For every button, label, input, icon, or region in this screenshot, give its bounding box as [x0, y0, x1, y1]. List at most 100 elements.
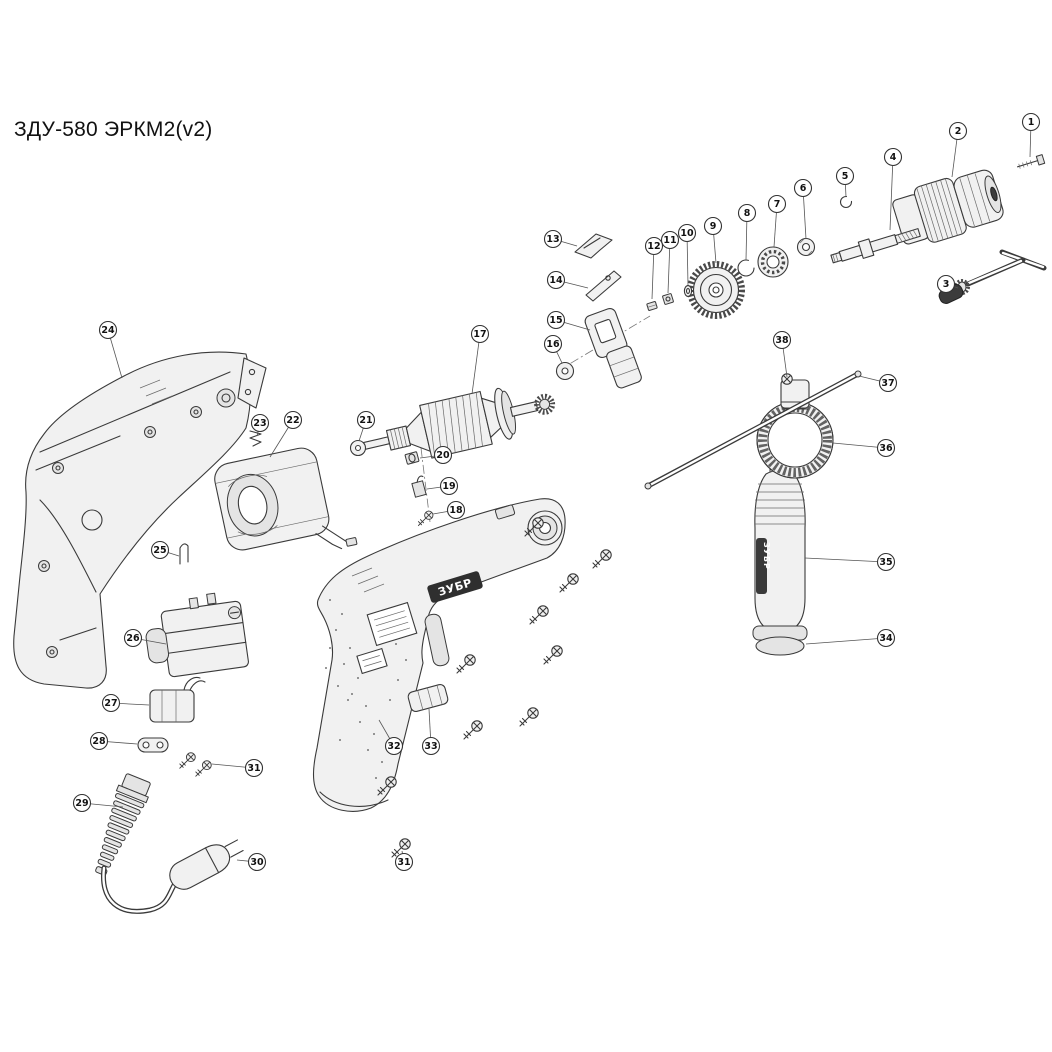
- diagram-title: ЗДУ-580 ЭРКМ2(v2): [14, 118, 213, 141]
- main-housing: ЗУБР: [312, 498, 566, 812]
- callout-20: 20: [419, 445, 453, 465]
- callout-17: 17: [470, 324, 490, 395]
- brush-axis-line: [420, 447, 431, 523]
- svg-text:23: 23: [253, 418, 266, 429]
- callout-32: 32: [378, 719, 404, 756]
- callout-14: 14: [546, 270, 589, 290]
- svg-text:28: 28: [92, 736, 106, 747]
- callout-2: 2: [948, 121, 968, 178]
- svg-text:22: 22: [286, 415, 299, 426]
- callout-1: 1: [1021, 112, 1041, 158]
- svg-text:20: 20: [436, 450, 450, 461]
- side-handle-grip: ЗУБР: [752, 465, 808, 656]
- clamp-screw-31: [195, 760, 212, 777]
- depth-gauge-rod: [644, 370, 862, 490]
- callout-10: 10: [677, 223, 697, 286]
- housing-screw: [456, 654, 476, 674]
- callout-25: 25: [150, 540, 180, 560]
- housing-screw: [559, 573, 579, 593]
- callout-3: 3: [936, 274, 959, 294]
- callout-7: 7: [767, 194, 787, 248]
- svg-text:26: 26: [126, 633, 140, 644]
- callout-15: 15: [546, 310, 591, 331]
- cord-guard: [95, 773, 151, 876]
- callout-29: 29: [72, 793, 124, 813]
- callout-19: 19: [426, 476, 459, 496]
- svg-text:2: 2: [955, 126, 962, 137]
- crown-gear-9: [687, 261, 745, 319]
- housing-screw: [463, 720, 483, 740]
- svg-text:24: 24: [101, 325, 115, 336]
- svg-text:21: 21: [359, 415, 372, 426]
- svg-text:38: 38: [775, 335, 789, 346]
- callout-22: 22: [269, 410, 303, 458]
- callout-28: 28: [89, 731, 138, 751]
- callout-36: 36: [832, 438, 896, 458]
- svg-text:13: 13: [546, 234, 559, 245]
- housing-screw: [543, 645, 563, 665]
- retainer-clip-25: [179, 543, 189, 565]
- callout-31: 31: [211, 758, 264, 778]
- brush-holder-plate-15: [584, 307, 642, 389]
- washer-10: [683, 285, 693, 297]
- callout-9: 9: [703, 216, 723, 264]
- svg-text:31: 31: [247, 763, 260, 774]
- housing-screw: [592, 549, 612, 569]
- brush-screw-18: [417, 510, 434, 527]
- svg-text:8: 8: [744, 208, 751, 219]
- svg-text:9: 9: [710, 221, 717, 232]
- svg-text:18: 18: [449, 505, 463, 516]
- callout-26: 26: [123, 628, 167, 648]
- callout-38: 38: [772, 330, 792, 378]
- callout-23: 23: [250, 413, 270, 437]
- capacitor: [149, 676, 206, 723]
- svg-text:10: 10: [680, 228, 694, 239]
- svg-text:34: 34: [879, 633, 893, 644]
- svg-text:33: 33: [424, 741, 437, 752]
- callout-6: 6: [793, 178, 813, 240]
- chuck-screw: [1017, 154, 1046, 169]
- callout-21: 21: [356, 410, 376, 442]
- housing-screw: [529, 605, 549, 625]
- housing-screw: [519, 707, 539, 727]
- stator: [214, 447, 358, 551]
- callout-27: 27: [101, 693, 150, 713]
- svg-text:29: 29: [75, 798, 88, 809]
- nut-20: [404, 451, 420, 465]
- callout-8: 8: [737, 203, 757, 261]
- callout-11: 11: [660, 230, 680, 294]
- small-label: [356, 647, 388, 675]
- svg-text:35: 35: [879, 557, 892, 568]
- support-plate-14: [585, 270, 622, 302]
- housing-bracket: [237, 357, 267, 409]
- callout-4: 4: [883, 147, 903, 231]
- callout-33: 33: [421, 708, 441, 756]
- svg-text:14: 14: [549, 275, 563, 286]
- callout-24: 24: [98, 320, 123, 379]
- trigger-switch: [145, 592, 249, 678]
- left-housing: [13, 351, 251, 689]
- washer-16: [555, 361, 575, 381]
- power-cord-plug: [101, 839, 244, 914]
- handle-clamp-ring: [756, 379, 834, 479]
- callout-31: 31: [394, 850, 414, 872]
- armature: [356, 387, 556, 459]
- svg-text:3: 3: [943, 279, 950, 290]
- retaining-clip-5: [839, 195, 853, 209]
- lock-button: [407, 683, 449, 713]
- svg-text:15: 15: [549, 315, 562, 326]
- bearing-small-6: [796, 237, 816, 257]
- svg-text:30: 30: [250, 857, 264, 868]
- callout-5: 5: [835, 166, 855, 198]
- svg-text:19: 19: [442, 481, 455, 492]
- callout-30: 30: [236, 852, 267, 872]
- svg-text:1: 1: [1028, 117, 1035, 128]
- svg-text:7: 7: [774, 199, 781, 210]
- brand-badge: ЗУБР: [427, 571, 483, 603]
- callout-18: 18: [432, 500, 466, 520]
- callout-12: 12: [644, 236, 664, 300]
- clamp-wing-screw: [781, 373, 793, 385]
- callout-13: 13: [543, 229, 578, 249]
